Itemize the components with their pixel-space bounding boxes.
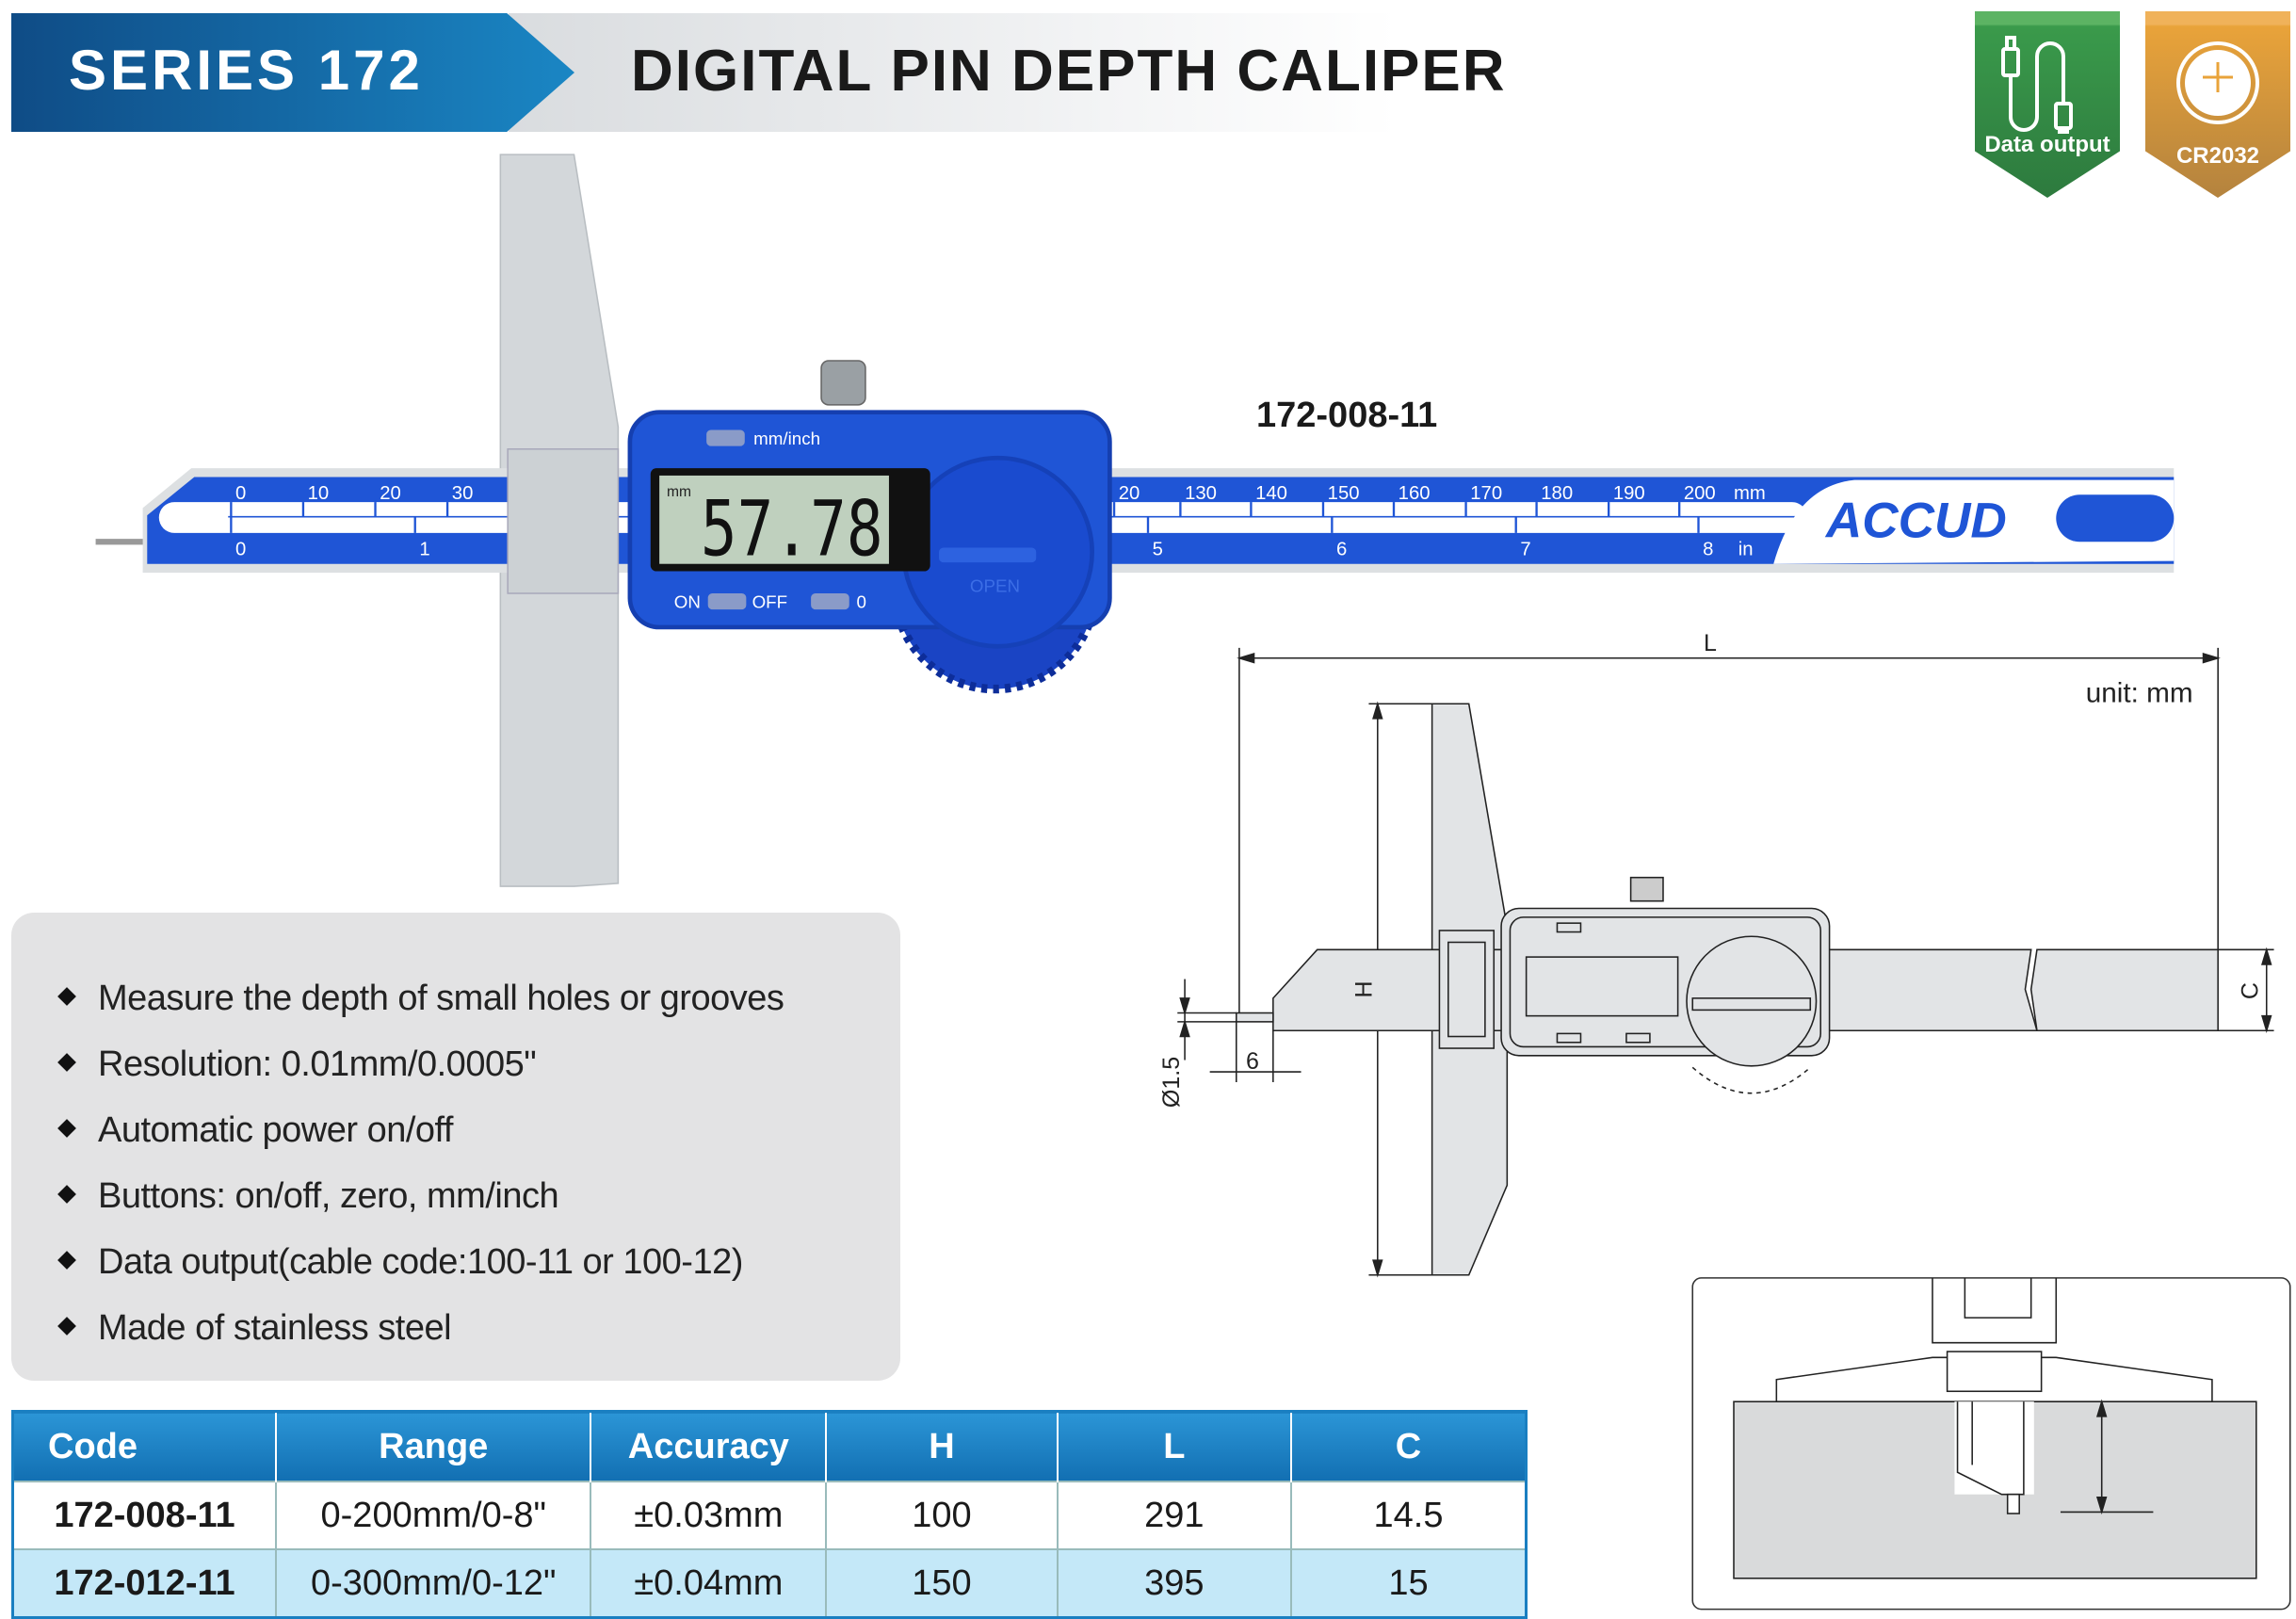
inch-unit-label: in (1738, 539, 1754, 559)
mm-inch-button[interactable] (706, 429, 745, 446)
feature-item: Made of stainless steel (57, 1308, 452, 1349)
inch-scale-label: 5 (1153, 539, 1163, 559)
mm-scale-label: 170 (1470, 483, 1502, 504)
mm-scale-label: 20 (1119, 483, 1140, 504)
feature-item: Data output(cable code:100-11 or 100-12) (57, 1242, 743, 1283)
page-title: DIGITAL PIN DEPTH CALIPER (631, 39, 1507, 104)
data-output-badge: Data output (1975, 11, 2120, 198)
mm-scale-label: 150 (1328, 483, 1360, 504)
dim-pin-length: 6 (1246, 1048, 1259, 1075)
inch-scale-label: 0 (235, 539, 246, 559)
lcd-reading: 57.78 (701, 485, 883, 574)
locking-knob[interactable] (820, 360, 866, 406)
mm-scale-label: 130 (1185, 483, 1217, 504)
inch-scale-label: 7 (1520, 539, 1530, 559)
feature-item: Automatic power on/off (57, 1110, 453, 1151)
slider-block (507, 448, 620, 594)
svg-text:ON: ON (674, 592, 701, 612)
svg-text:mm/inch: mm/inch (753, 429, 820, 448)
mm-scale-label: 30 (452, 483, 474, 504)
mm-scale-label: 0 (235, 483, 246, 504)
svg-text:OPEN: OPEN (970, 575, 1020, 595)
series-banner (11, 13, 574, 132)
model-label: 172-008-11 (1256, 396, 1438, 435)
mm-scale-label: 20 (380, 483, 401, 504)
mm-scale-label: 180 (1541, 483, 1573, 504)
mm-scale-label: 140 (1255, 483, 1287, 504)
unit-label: unit: mm (2086, 678, 2193, 709)
table-row: 172-008-11 0-200mm/0-8" ±0.03mm 100 291 … (12, 1481, 1528, 1549)
mm-scale-label: 160 (1399, 483, 1431, 504)
technical-drawing (1177, 647, 2291, 1611)
on-off-button[interactable] (707, 592, 747, 610)
inch-scale-label: 8 (1703, 539, 1713, 559)
table-row: 172-012-11 0-300mm/0-12" ±0.04mm 150 395… (12, 1548, 1528, 1618)
lcd-screen (659, 475, 889, 564)
features-box: Measure the depth of small holes or groo… (11, 913, 900, 1381)
feature-item: Buttons: on/off, zero, mm/inch (57, 1176, 559, 1217)
svg-text:OFF: OFF (752, 592, 787, 612)
mm-scale-label: 200 (1684, 483, 1716, 504)
cr2032-badge: CR2032 (2145, 11, 2290, 198)
svg-text:0: 0 (857, 592, 866, 612)
brand-logo: ACCUD (1824, 494, 2007, 549)
inch-scale-label: 1 (419, 539, 429, 559)
feature-item: Resolution: 0.01mm/0.0005" (57, 1044, 537, 1085)
spec-table: Code Range Accuracy H L C 172-008-11 0-2… (11, 1410, 1528, 1619)
feature-item: Measure the depth of small holes or groo… (57, 979, 784, 1019)
table-header: Code Range Accuracy H L C (12, 1411, 1528, 1481)
dim-C: C (2237, 982, 2263, 999)
header-band (509, 13, 1398, 132)
mm-scale-label: 10 (308, 483, 330, 504)
inch-scale-label: 6 (1336, 539, 1347, 559)
zero-button[interactable] (811, 592, 849, 610)
series-label: SERIES 172 (69, 39, 424, 102)
usb-cable-icon (2001, 36, 2073, 134)
mm-scale-label: 190 (1613, 483, 1645, 504)
dim-L: L (1704, 630, 1717, 656)
dim-pin-diameter: Ø1.5 (1158, 1057, 1185, 1108)
coin-battery-icon (2176, 41, 2259, 124)
mm-unit-label: mm (1734, 483, 1766, 504)
lcd-unit: mm (667, 484, 691, 500)
dim-H: H (1351, 980, 1378, 997)
